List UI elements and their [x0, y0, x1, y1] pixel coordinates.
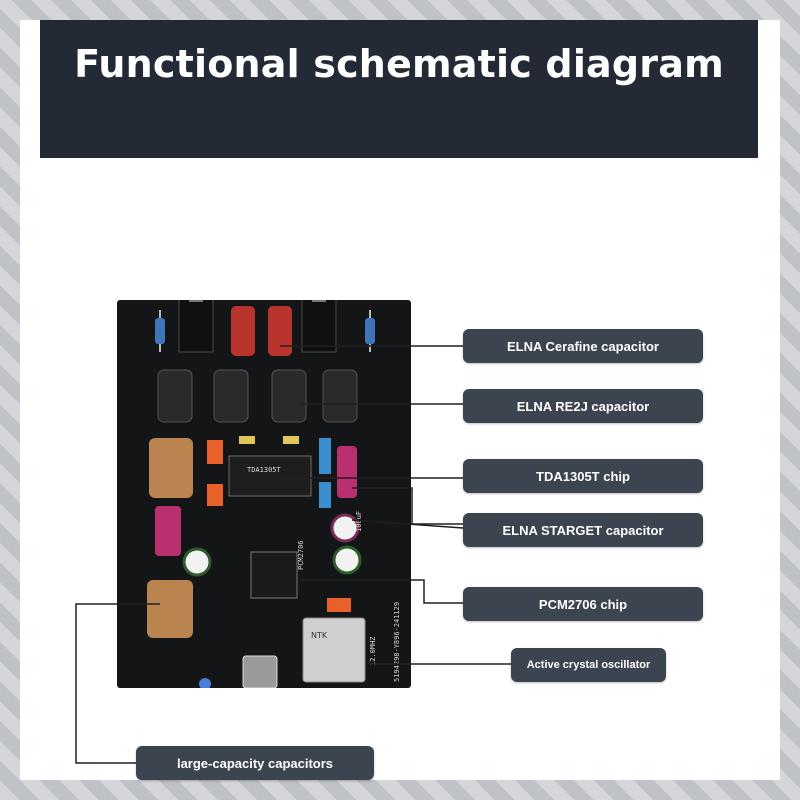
crystal-brand: NTK [311, 631, 328, 640]
orange-capacitor-1 [207, 440, 223, 464]
led [199, 678, 211, 690]
pcm2706-marking: PCM2706 [297, 540, 305, 570]
smd-yellow-1 [239, 436, 255, 444]
starget-capacitor-1 [337, 446, 357, 498]
starget-round-capacitor-1 [330, 513, 360, 543]
cerafine-capacitor-1 [231, 306, 255, 356]
callout-large-capacitors-label: large-capacity capacitors [176, 755, 334, 771]
round-capacitor-3 [182, 547, 212, 577]
header-banner: Functional schematic diagram [40, 20, 758, 158]
pcm2706-chip: PCM2706 [250, 540, 305, 599]
crystal-frequency: 12.0MHZ [369, 636, 377, 666]
board-serial: 5194298-Y896-241129 [393, 602, 401, 682]
re2j-capacitor-3 [271, 369, 307, 423]
callout-tda1305t: TDA1305T chip [463, 459, 703, 493]
re2j-capacitor-1 [157, 369, 193, 423]
large-capacitor-2 [147, 580, 193, 638]
orange-capacitor-3 [327, 598, 351, 612]
starget-capacitor-2 [155, 506, 181, 556]
orange-capacitor-2 [207, 484, 223, 506]
tda1305t-marking: TDA1305T [247, 466, 282, 474]
callout-crystal-oscillator-label: Active crystal oscillator [526, 659, 651, 671]
resistor-right [365, 310, 375, 352]
callout-elna-cerafine-label: ELNA Cerafine capacitor [507, 338, 659, 354]
re2j-capacitor-4 [322, 369, 358, 423]
resistor-left [155, 310, 165, 352]
diagram-title: Functional schematic diagram [74, 42, 724, 86]
re2j-capacitor-2 [213, 369, 249, 423]
callout-elna-starget-label: ELNA STARGET capacitor [502, 522, 664, 538]
crystal-oscillator: NTK [302, 617, 366, 683]
callout-large-capacitors: large-capacity capacitors [136, 746, 374, 780]
blue-capacitor-1 [319, 438, 331, 474]
leader-starget-1 [352, 487, 463, 525]
leader-large-caps [75, 603, 160, 764]
callout-elna-re2j: ELNA RE2J capacitor [463, 389, 703, 423]
smd-yellow-2 [283, 436, 299, 444]
callout-elna-cerafine: ELNA Cerafine capacitor [463, 329, 703, 363]
callout-pcm2706: PCM2706 chip [463, 587, 703, 621]
pcb-board: TDA1305T 100uF PCM2706 NTK 12.0MHZ 51942… [117, 286, 411, 690]
blue-capacitor-2 [319, 482, 331, 508]
leader-pcm2706 [300, 579, 463, 604]
large-capacitor-1 [149, 438, 193, 498]
cerafine-capacitor-2 [268, 306, 292, 356]
callout-tda1305t-label: TDA1305T chip [536, 468, 630, 484]
leader-starget-2 [351, 519, 464, 529]
callout-elna-re2j-label: ELNA RE2J capacitor [516, 398, 650, 414]
callout-crystal-oscillator: Active crystal oscillator [511, 648, 666, 682]
round-capacitor-2 [332, 545, 362, 575]
cap-100uf-label: 100uF [355, 511, 363, 532]
tda1305t-chip: TDA1305T [228, 455, 312, 497]
pcb-board-drawing: TDA1305T 100uF PCM2706 NTK 12.0MHZ 51942… [147, 286, 401, 690]
callout-elna-starget: ELNA STARGET capacitor [463, 513, 703, 547]
callout-pcm2706-label: PCM2706 chip [538, 596, 628, 612]
